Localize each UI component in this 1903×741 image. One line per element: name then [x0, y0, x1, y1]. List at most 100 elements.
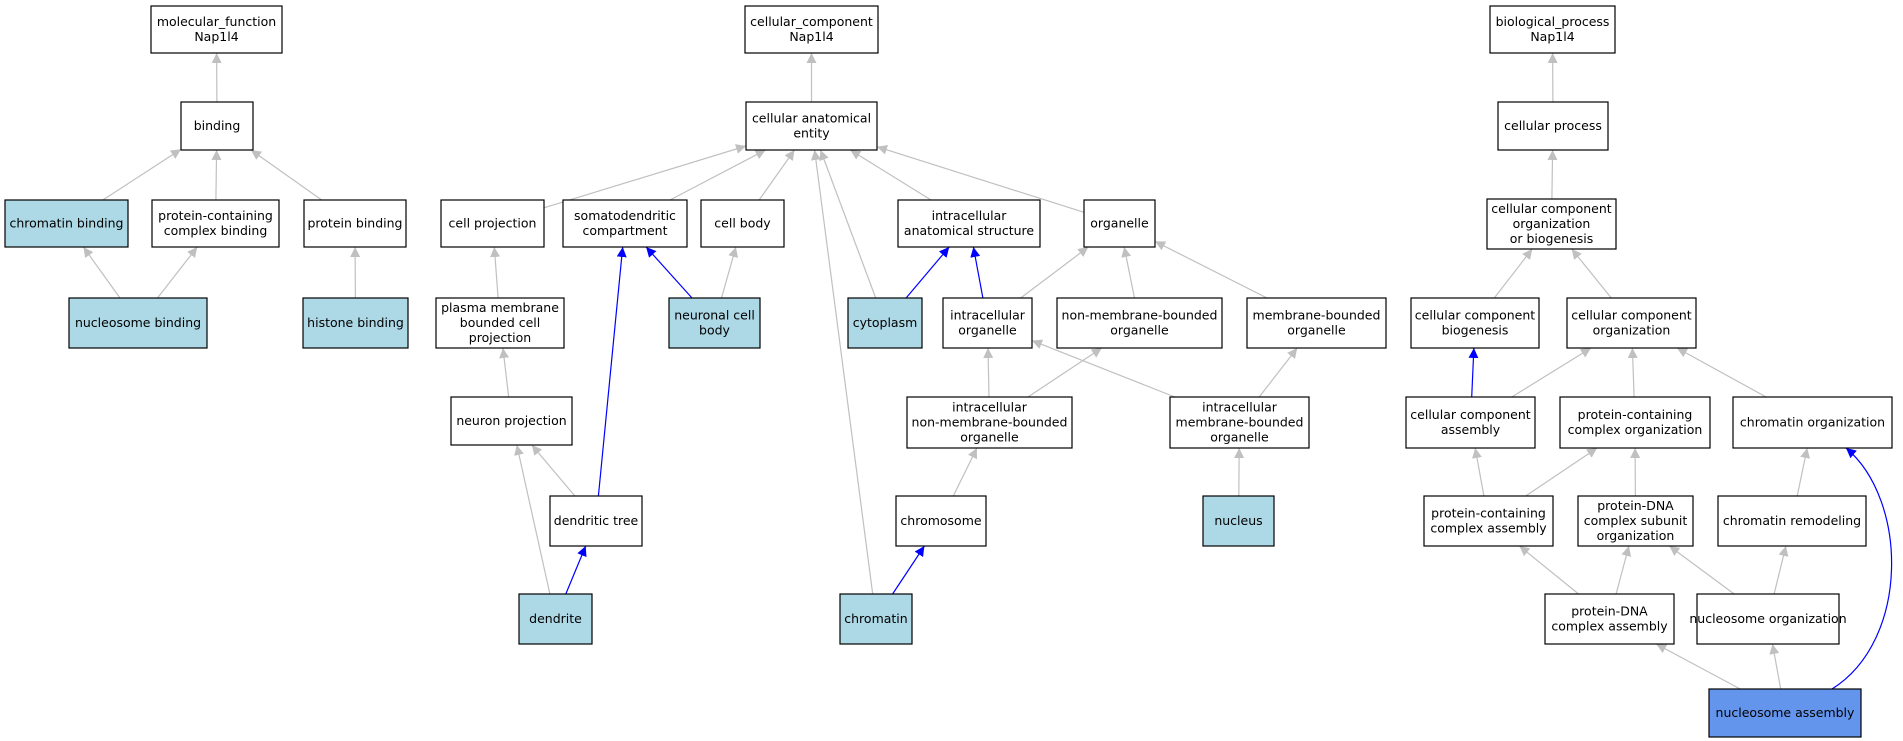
node-label-line: assembly — [1441, 422, 1501, 437]
node-box — [450, 396, 573, 446]
node-box — [1566, 297, 1697, 349]
go-term-node-chromatin[interactable]: chromatin — [839, 593, 913, 645]
go-term-node-nucleus[interactable]: nucleus — [1202, 495, 1275, 547]
node-box — [180, 101, 254, 151]
edge-cytoplasm-to-intra-anat — [905, 246, 950, 299]
go-term-node-cellular-process[interactable]: cellular process — [1497, 101, 1609, 151]
node-label-line: body — [699, 323, 731, 338]
node-label-line: chromosome — [900, 513, 981, 528]
edge-line — [1511, 347, 1592, 398]
node-box — [745, 101, 878, 151]
edge-nucleosome-org-to-pdna-subunit-org — [1668, 545, 1735, 595]
go-term-node-intra-nonmem[interactable]: intracellularnon-membrane-boundedorganel… — [906, 396, 1073, 449]
node-label-line: nucleosome binding — [75, 315, 201, 330]
node-label-line: protein binding — [307, 216, 402, 231]
node-label-line: Nap1l4 — [1530, 29, 1574, 44]
node-label-line: projection — [469, 330, 531, 345]
edge-line — [1547, 149, 1558, 200]
edge-nucleosome-assembly-to-nucleosome-org — [1769, 643, 1782, 690]
edge-pdna-assembly-to-pc-complex-assembly — [1519, 545, 1579, 595]
go-term-node-nucleosome-assembly[interactable]: nucleosome assembly — [1708, 688, 1862, 738]
go-term-node-protein-binding[interactable]: protein binding — [303, 199, 407, 248]
edge-line — [1031, 339, 1176, 398]
go-term-node-dendritic-tree[interactable]: dendritic tree — [549, 495, 643, 547]
go-term-node-cytoplasm[interactable]: cytoplasm — [847, 297, 923, 349]
go-term-node-chromatin-org[interactable]: chromatin organization — [1732, 396, 1893, 449]
edge-line — [531, 444, 576, 497]
edge-line — [1121, 246, 1136, 299]
node-box — [1486, 198, 1617, 250]
go-term-node-dendrite[interactable]: dendrite — [518, 593, 593, 645]
edge-line — [758, 149, 795, 201]
node-label-line: cell projection — [449, 216, 537, 231]
go-term-node-nucleosome-binding[interactable]: nucleosome binding — [68, 297, 208, 349]
node-label-line: cellular process — [1504, 118, 1602, 133]
node-label-line: plasma membrane — [441, 300, 559, 315]
edge-mem-organelle-to-organelle — [1154, 240, 1268, 299]
edge-protein-binding-to-binding — [250, 149, 323, 201]
node-label-line: histone binding — [307, 315, 404, 330]
edge-line — [490, 246, 501, 299]
node-label-line: somatodendritic — [574, 208, 676, 223]
node-label-line: organization — [1593, 323, 1671, 338]
edge-line — [1519, 545, 1579, 595]
node-box — [1497, 101, 1609, 151]
go-term-node-cell-projection[interactable]: cell projection — [440, 199, 545, 248]
node-label-line: protein-containing — [1431, 506, 1546, 521]
edges-layer — [82, 52, 1893, 690]
node-label-line: or biogenesis — [1510, 231, 1594, 246]
edge-line — [82, 246, 121, 299]
go-term-node-chromatin-remodeling[interactable]: chromatin remodeling — [1717, 495, 1867, 547]
node-label-line: nucleus — [1214, 513, 1262, 528]
edge-line — [669, 149, 766, 201]
edge-line — [1020, 246, 1089, 299]
node-box — [1169, 396, 1310, 449]
node-label-line: protein-containing — [158, 208, 273, 223]
go-term-node-neuron-projection[interactable]: neuron projection — [450, 396, 573, 446]
node-box — [668, 297, 761, 349]
edge-line — [970, 246, 984, 299]
go-term-node-chromosome[interactable]: chromosome — [895, 495, 987, 547]
edge-line — [1154, 240, 1268, 299]
go-term-node-binding[interactable]: binding — [180, 101, 254, 151]
edge-ccob-to-cellular-process — [1547, 149, 1558, 200]
node-label-line: chromatin — [844, 611, 907, 626]
go-term-node-nucleosome-org[interactable]: nucleosome organization — [1689, 593, 1847, 645]
node-label-line: complex organization — [1568, 422, 1703, 437]
node-label-line: cellular component — [1410, 407, 1530, 422]
node-label-line: biogenesis — [1442, 323, 1509, 338]
edge-line — [1615, 545, 1632, 595]
edge-line — [1493, 248, 1533, 299]
edge-cytoplasm-to-cae — [819, 149, 877, 299]
node-label-line: organelle — [1110, 323, 1169, 338]
edge-chromatin-to-cae — [810, 149, 874, 595]
go-term-node-organelle[interactable]: organelle — [1083, 199, 1156, 248]
go-term-node-histone-binding[interactable]: histone binding — [302, 297, 409, 349]
edge-line — [1831, 447, 1893, 690]
go-term-node-cell-body[interactable]: cell body — [700, 199, 785, 248]
edge-intra-anat-to-cae — [849, 149, 932, 201]
edge-line — [983, 347, 994, 398]
go-term-node-chromatin-binding[interactable]: chromatin binding — [4, 199, 129, 248]
